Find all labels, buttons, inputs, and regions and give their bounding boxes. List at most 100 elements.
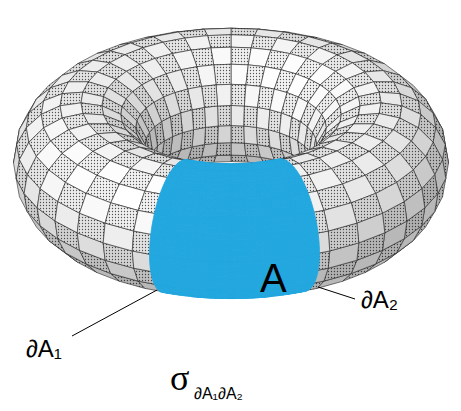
region-fill — [213, 233, 220, 239]
region-fill — [256, 226, 263, 232]
region-fill — [214, 216, 221, 222]
region-fill — [290, 223, 298, 230]
region-fill — [206, 266, 213, 271]
region-fill — [188, 203, 195, 209]
region-fill — [215, 194, 222, 199]
region-fill — [220, 276, 227, 280]
region-fill — [235, 222, 242, 228]
region-fill — [235, 267, 242, 272]
region-fill — [215, 204, 222, 210]
region-fill — [233, 163, 237, 165]
torus-cell-line — [204, 126, 218, 145]
region-fill — [235, 245, 242, 251]
region-fill — [229, 164, 233, 166]
region-fill — [194, 209, 201, 215]
region-fill — [259, 193, 266, 199]
torus-cell-line — [204, 106, 218, 127]
boundary-label: ∂A₁ — [26, 337, 62, 361]
region-fill — [261, 209, 268, 215]
region-fill — [235, 251, 242, 257]
torus-cell — [218, 126, 231, 144]
region-fill — [228, 297, 234, 299]
region-fill — [240, 189, 246, 194]
torus-cell — [132, 231, 165, 257]
region-fill — [188, 208, 195, 214]
region-fill — [242, 233, 249, 239]
region-fill — [228, 239, 235, 245]
region-fill — [228, 177, 234, 181]
region-fill — [246, 185, 252, 190]
torus-cell-line — [244, 126, 258, 145]
torus-cell — [192, 127, 205, 147]
region-fill — [248, 215, 255, 221]
torus-cell-line — [214, 64, 231, 85]
region-fill — [165, 223, 173, 230]
region-fill — [201, 209, 208, 215]
region-fill — [204, 184, 211, 189]
region-fill — [172, 224, 179, 231]
region-fill — [241, 221, 248, 227]
torus-cell-line — [231, 219, 265, 241]
torus-cell-line — [359, 103, 381, 115]
region-fill — [260, 203, 267, 209]
torus-cell — [359, 103, 381, 115]
region-fill — [203, 193, 210, 198]
torus-cell — [231, 155, 248, 162]
region-fill — [228, 174, 233, 177]
region-fill — [228, 190, 234, 195]
region-fill — [235, 239, 242, 245]
region-fill — [221, 222, 228, 228]
region-fill — [242, 261, 249, 266]
torus-cell — [197, 261, 231, 279]
region-fill — [213, 276, 220, 280]
torus-cell — [231, 47, 251, 65]
region-fill — [228, 210, 235, 216]
region-fill — [216, 189, 222, 194]
region-fill — [262, 220, 269, 226]
region-fill — [249, 271, 256, 276]
region-fill — [276, 225, 283, 232]
region-fill — [206, 239, 213, 245]
region-fill — [234, 194, 240, 199]
region-fill — [249, 239, 256, 245]
region-fill — [197, 193, 204, 199]
region-fill — [263, 238, 270, 244]
region-fill — [222, 297, 228, 299]
region-fill — [228, 185, 234, 189]
region-fill — [214, 210, 221, 216]
torus-cell — [105, 203, 138, 231]
region-fill — [296, 222, 304, 229]
region-fill — [184, 243, 191, 249]
torus-cell-line — [218, 126, 231, 144]
region-fill — [225, 163, 229, 165]
torus-cell — [199, 290, 231, 298]
torus-cell-line — [201, 182, 231, 200]
region-fill — [235, 216, 242, 222]
region-fill — [220, 239, 227, 245]
region-patch: A — [140, 95, 340, 330]
region-fill — [220, 272, 227, 277]
region-fill — [213, 267, 220, 272]
torus-cell-line — [324, 203, 357, 231]
region-fill — [206, 256, 213, 262]
region-fill — [228, 267, 235, 272]
torus-cell — [216, 143, 231, 156]
region-fill — [228, 256, 235, 261]
region-fill — [228, 199, 234, 204]
torus-cell — [211, 47, 231, 65]
region-fill — [235, 233, 242, 239]
region-fill — [242, 227, 249, 233]
region-fill — [206, 271, 213, 276]
torus-cell-line — [214, 155, 231, 162]
torus-cell-line — [256, 127, 269, 147]
torus-cell — [231, 126, 244, 144]
region-fill — [215, 199, 222, 205]
region-fill — [271, 243, 278, 249]
region-fill — [269, 220, 276, 226]
region-fill — [235, 284, 242, 288]
torus-cell-line — [216, 143, 231, 156]
torus-cell-line — [105, 203, 138, 231]
torus-cell — [256, 127, 269, 147]
region-fill — [213, 239, 220, 245]
torus-cell — [231, 105, 244, 126]
